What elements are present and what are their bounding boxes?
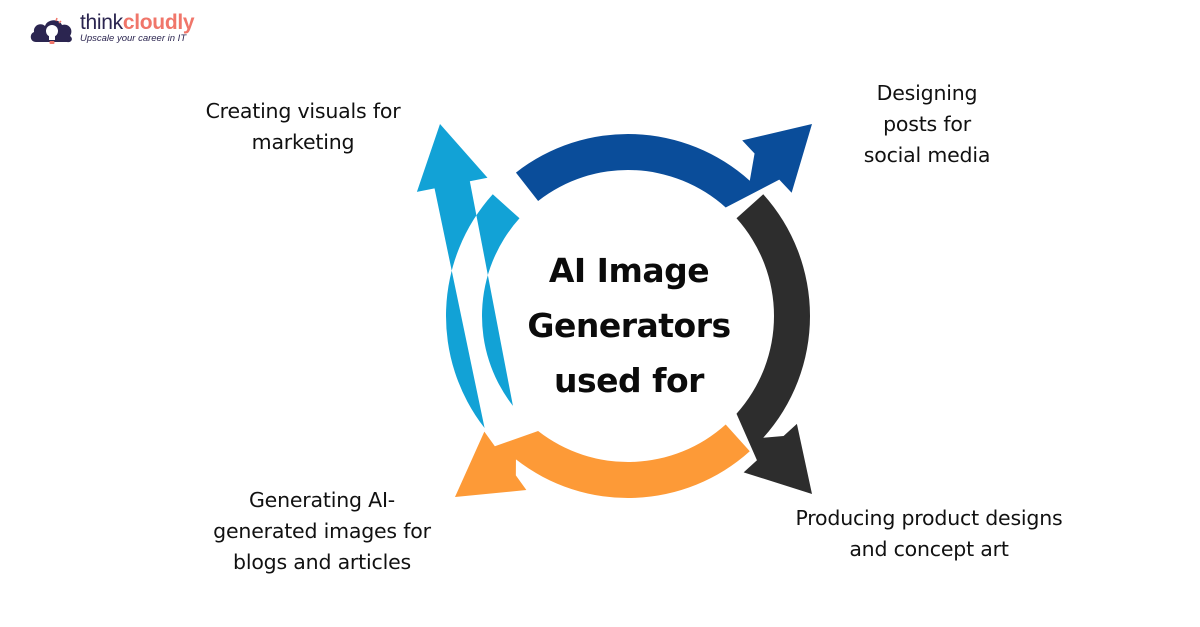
brand-name: thinkcloudly bbox=[80, 11, 195, 34]
cloud-bulb-icon bbox=[30, 17, 72, 44]
label-product: Producing product designs and concept ar… bbox=[760, 503, 1098, 565]
label-line: marketing bbox=[251, 130, 355, 154]
label-line: Creating visuals for bbox=[205, 99, 401, 123]
center-title: AI Image Generators used for bbox=[500, 243, 758, 408]
arrow-social bbox=[515, 124, 812, 208]
center-title-line: used for bbox=[554, 361, 704, 400]
label-line: Designing bbox=[876, 81, 978, 105]
center-title-line: AI Image bbox=[548, 251, 710, 290]
label-line: social media bbox=[863, 143, 991, 167]
label-line: blogs and articles bbox=[233, 550, 411, 574]
center-title-line: Generators bbox=[527, 306, 731, 345]
arrow-marketing bbox=[416, 124, 520, 429]
label-line: posts for bbox=[883, 112, 971, 136]
brand-name-think: think bbox=[80, 11, 123, 34]
brand-name-cloudly: cloudly bbox=[122, 11, 195, 34]
label-line: Producing product designs bbox=[795, 506, 1063, 530]
label-line: and concept art bbox=[849, 537, 1009, 561]
label-line: Generating AI- bbox=[248, 488, 395, 512]
label-marketing: Creating visuals for marketing bbox=[172, 96, 434, 158]
arrow-product bbox=[736, 194, 812, 494]
label-line: generated images for bbox=[213, 519, 431, 543]
brand-logo: thinkcloudly Upscale your career in IT bbox=[28, 11, 195, 48]
label-social: Designing posts for social media bbox=[832, 78, 1022, 171]
label-blogs: Generating AI- generated images for blog… bbox=[190, 485, 454, 578]
arrow-blogs bbox=[455, 424, 750, 499]
brand-tagline: Upscale your career in IT bbox=[80, 33, 187, 44]
